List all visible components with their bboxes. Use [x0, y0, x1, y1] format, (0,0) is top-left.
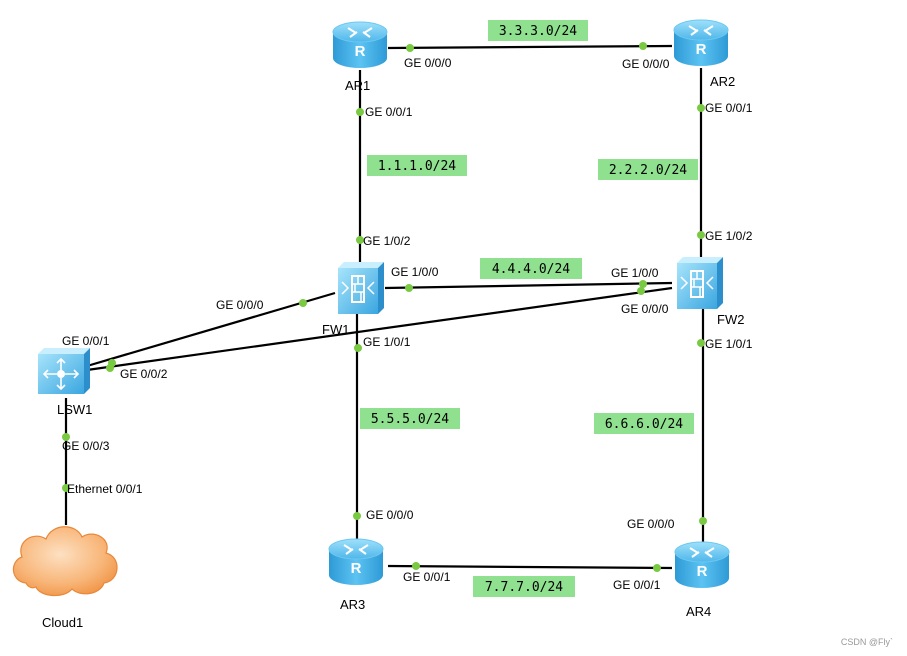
router-ar4[interactable]: R AR4 — [674, 541, 730, 619]
subnet-label-4-4-4: 4.4.4.0/24 — [492, 262, 570, 277]
firewall-icon — [338, 262, 384, 314]
port-label-ar2-ge000: GE 0/0/0 — [622, 57, 670, 71]
port-label-fw1-ge102: GE 1/0/2 — [363, 234, 411, 248]
links — [64, 44, 705, 570]
router-icon: R — [332, 21, 388, 68]
router-icon: R — [328, 538, 384, 585]
device-label-fw2: FW2 — [717, 312, 744, 327]
port-label-ar1-ge000: GE 0/0/0 — [404, 56, 452, 70]
device-label-ar2: AR2 — [710, 74, 735, 89]
port-dot — [697, 231, 705, 239]
port-labels: GE 0/0/0 GE 0/0/0 GE 0/0/1 GE 0/0/1 GE 1… — [62, 56, 753, 592]
port-dot — [406, 44, 414, 52]
firewall-fw1[interactable]: FW1 — [322, 262, 384, 337]
router-ar3[interactable]: R AR3 — [328, 538, 384, 612]
device-label-lsw1: LSW1 — [57, 402, 92, 417]
firewall-icon — [677, 257, 723, 309]
subnet-label-bg — [594, 413, 694, 434]
port-dots — [62, 42, 707, 572]
port-label-lsw1-ge001: GE 0/0/1 — [62, 334, 110, 348]
port-dot — [353, 512, 361, 520]
port-label-fw1-ge000: GE 0/0/0 — [216, 298, 264, 312]
port-label-fw1-ge100: GE 1/0/0 — [391, 265, 439, 279]
subnet-label-bg — [367, 155, 467, 176]
subnet-label-2-2-2: 2.2.2.0/24 — [609, 163, 687, 178]
port-label-fw2-ge101: GE 1/0/1 — [705, 337, 753, 351]
svg-text:R: R — [351, 560, 362, 577]
port-dot — [697, 339, 705, 347]
subnet-label-bg — [473, 576, 575, 597]
link-fw1-fw2 — [384, 281, 673, 290]
port-dot — [405, 284, 413, 292]
watermark: CSDN @Fly` — [841, 637, 893, 647]
port-label-fw2-ge102: GE 1/0/2 — [705, 229, 753, 243]
subnet-label-5-5-5: 5.5.5.0/24 — [371, 412, 449, 427]
port-label-ar1-ge001: GE 0/0/1 — [365, 105, 413, 119]
port-label-ar3-ge001: GE 0/0/1 — [403, 570, 451, 584]
subnet-label-3-3-3: 3.3.3.0/24 — [499, 24, 577, 39]
port-label-ar4-ge000: GE 0/0/0 — [627, 517, 675, 531]
subnet-label-bg — [480, 258, 582, 279]
port-label-ar4-ge001: GE 0/0/1 — [613, 578, 661, 592]
switch-lsw1[interactable]: LSW1 — [38, 348, 92, 417]
port-dot — [106, 364, 114, 372]
port-label-fw1-ge101: GE 1/0/1 — [363, 335, 411, 349]
svg-text:R: R — [355, 43, 366, 60]
port-dot — [354, 344, 362, 352]
port-label-lsw1-ge003: GE 0/0/3 — [62, 439, 110, 453]
port-dot — [637, 287, 645, 295]
port-dot — [653, 564, 661, 572]
port-dot — [62, 484, 70, 492]
router-icon: R — [673, 19, 729, 66]
port-dot — [299, 299, 307, 307]
device-label-ar4: AR4 — [686, 604, 711, 619]
subnet-label-bg — [488, 20, 588, 41]
cloud-icon — [12, 526, 118, 597]
link-lsw1-fw1 — [86, 291, 336, 368]
subnet-label-bg — [598, 159, 698, 180]
port-dot — [699, 517, 707, 525]
svg-text:R: R — [697, 563, 708, 580]
firewall-fw2[interactable]: FW2 — [677, 257, 744, 327]
subnet-label-7-7-7: 7.7.7.0/24 — [485, 580, 563, 595]
subnet-label-bg — [360, 408, 460, 429]
port-dot — [356, 236, 364, 244]
device-label-cloud1: Cloud1 — [42, 615, 83, 630]
port-label-ar2-ge001: GE 0/0/1 — [705, 101, 753, 115]
cloud-cloud1[interactable]: Cloud1 — [12, 526, 118, 630]
subnet-labels: 3.3.3.0/24 1.1.1.0/24 2.2.2.0/24 4.4.4.0… — [360, 20, 698, 597]
router-ar1[interactable]: R AR1 — [332, 21, 388, 93]
device-label-fw1: FW1 — [322, 322, 349, 337]
subnet-label-1-1-1: 1.1.1.0/24 — [378, 159, 456, 174]
port-label-fw2-ge100: GE 1/0/0 — [611, 266, 659, 280]
link-ar3-ar4 — [387, 564, 673, 570]
port-dot — [639, 280, 647, 288]
link-ar1-ar2 — [387, 44, 673, 50]
device-label-ar3: AR3 — [340, 597, 365, 612]
port-label-fw2-ge000: GE 0/0/0 — [621, 302, 669, 316]
port-label-ar3-ge000: GE 0/0/0 — [366, 508, 414, 522]
port-dot — [412, 562, 420, 570]
port-dot — [62, 433, 70, 441]
port-dot — [356, 108, 364, 116]
subnet-label-6-6-6: 6.6.6.0/24 — [605, 417, 683, 432]
device-label-ar1: AR1 — [345, 78, 370, 93]
port-dot — [639, 42, 647, 50]
router-icon: R — [674, 541, 730, 588]
port-label-cloud1-eth: Ethernet 0/0/1 — [67, 482, 143, 496]
port-dot — [697, 104, 705, 112]
port-label-lsw1-ge002: GE 0/0/2 — [120, 367, 168, 381]
link-lsw1-fw2 — [86, 286, 673, 372]
switch-icon — [38, 348, 90, 394]
svg-text:R: R — [696, 41, 707, 58]
router-ar2[interactable]: R AR2 — [673, 19, 735, 89]
